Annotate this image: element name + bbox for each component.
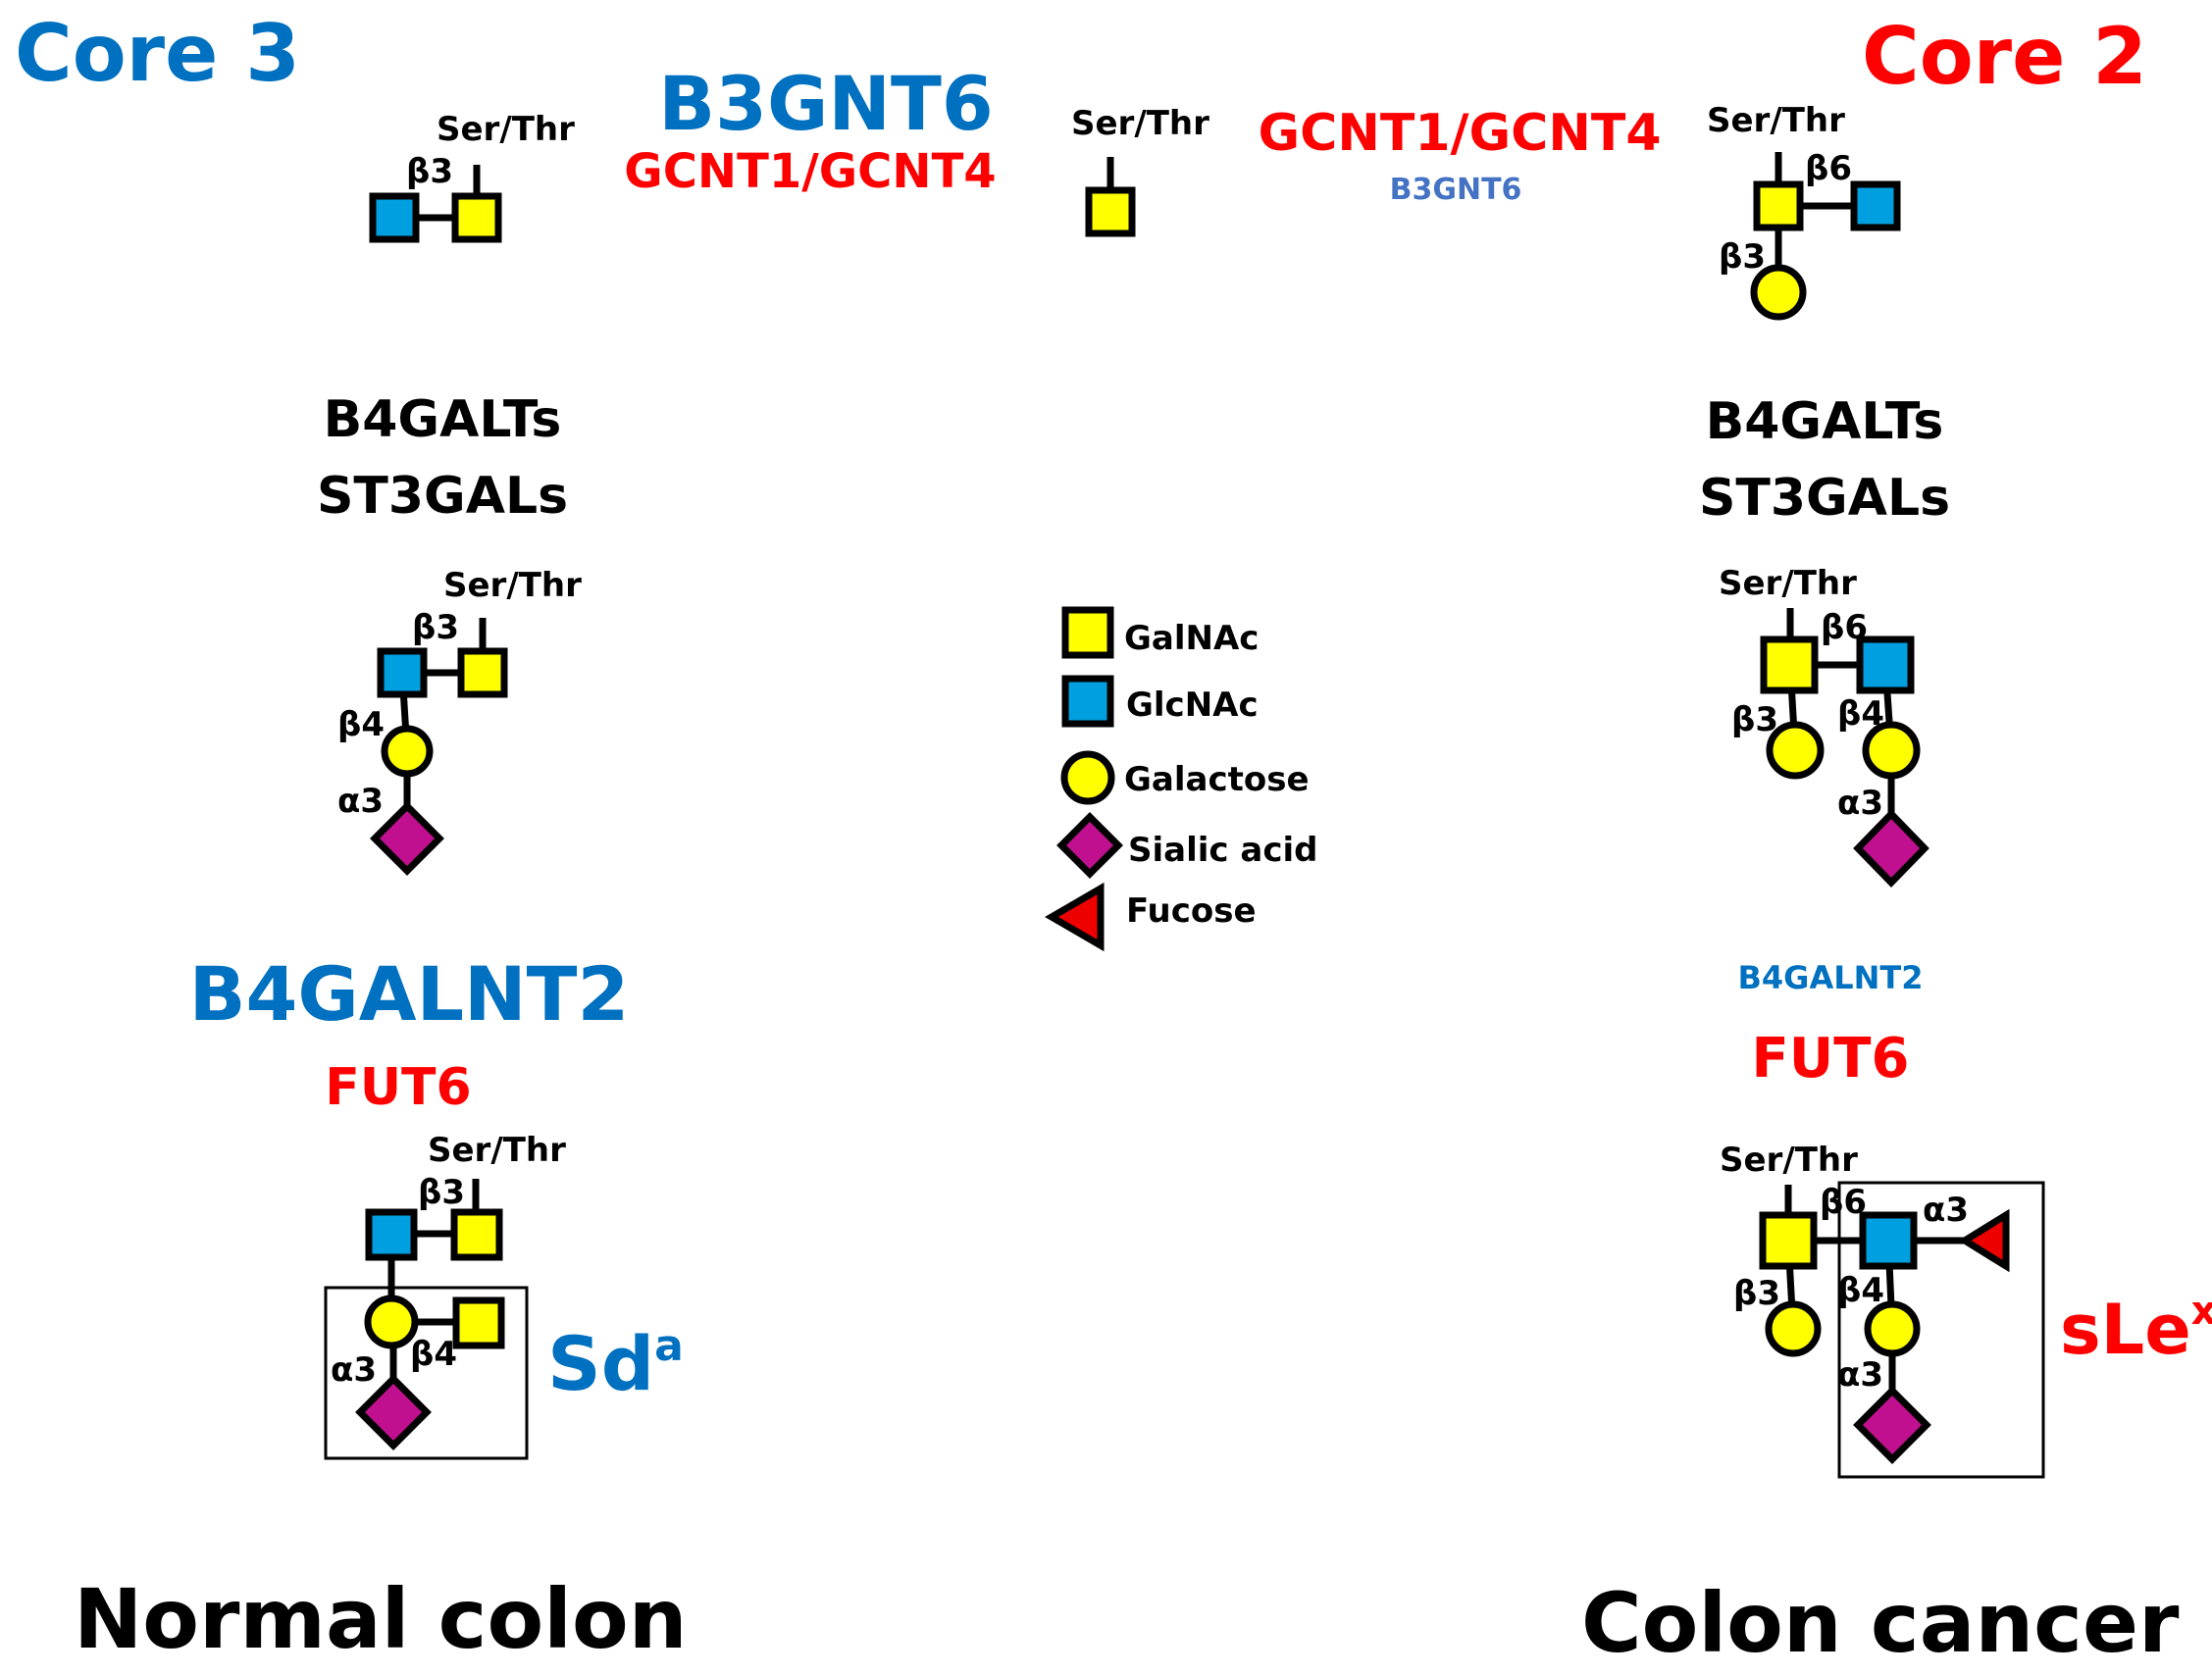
linkage-label: α3 (1837, 784, 1883, 823)
epitope-slex-base: sLe (2060, 1290, 2191, 1370)
enzyme-st3gals-right: ST3GALs (1699, 469, 1950, 528)
glycan-core2-top: Ser/Thr β6 β3 (1707, 101, 1901, 321)
legend-item-galnac: GalNAc (1061, 606, 1259, 659)
legend: GalNAc GlcNAc Galactose Sialic acid Fuco… (1045, 606, 1317, 952)
label-colon-cancer: Colon cancer (1581, 1575, 2180, 1671)
epitope-sda-base: Sd (547, 1320, 654, 1407)
glcnac-square (369, 192, 420, 243)
galnac-square (1061, 606, 1114, 659)
galnac-square (451, 192, 502, 243)
enzyme-b4galts-left: B4GALTs (324, 390, 562, 449)
epitope-sda-superscript: a (654, 1321, 684, 1371)
galnac-square (1753, 180, 1804, 231)
anchor-label: Ser/Thr (1071, 104, 1209, 143)
fucose-triangle (1958, 1208, 2010, 1273)
galnac-square (452, 1296, 505, 1349)
legend-label: GlcNAc (1126, 686, 1259, 725)
galnac-square (450, 1208, 503, 1261)
enzyme-gcnt-sub: GCNT1/GCNT4 (624, 144, 996, 199)
epitope-sda-label: Sda (547, 1320, 684, 1407)
slex-epitope-box (1837, 1181, 2045, 1479)
enzyme-st3gals-left: ST3GALs (317, 467, 568, 526)
enzyme-fut6-right: FUT6 (1752, 1027, 1910, 1091)
legend-item-sialic-acid: Sialic acid (1056, 812, 1317, 879)
galnac-square (457, 647, 508, 698)
linkage-label: β4 (410, 1335, 457, 1374)
legend-label: GalNAc (1124, 619, 1259, 658)
legend-item-glcnac: GlcNAc (1061, 675, 1259, 728)
enzyme-gcnt-main: GCNT1/GCNT4 (1258, 104, 1661, 163)
glycan-core3-top: Ser/Thr β3 (369, 110, 575, 243)
enzyme-b4galnt2-right: B4GALNT2 (1738, 959, 1924, 996)
linkage-label: β4 (1837, 694, 1884, 734)
anchor-label: Ser/Thr (1720, 1141, 1858, 1180)
galactose-circle (1750, 264, 1807, 321)
enzyme-b3gnt6-sub: B3GNT6 (1390, 173, 1522, 207)
sialic-acid-diamond (1056, 812, 1123, 879)
linkage-label: β3 (1731, 700, 1778, 739)
galactose-circle (1864, 1300, 1921, 1357)
glcnac-square (1856, 635, 1915, 694)
galactose-circle (1766, 721, 1825, 780)
glcnac-square (1061, 675, 1114, 728)
galactose-circle (1765, 1300, 1822, 1357)
galactose-circle (1862, 721, 1921, 780)
linkage-label: β4 (337, 705, 385, 744)
label-normal-colon: Normal colon (74, 1571, 688, 1667)
anchor-label: Ser/Thr (437, 110, 575, 149)
legend-label: Galactose (1124, 760, 1310, 799)
galnac-square (1085, 186, 1136, 237)
linkage-label: β3 (1733, 1274, 1780, 1313)
linkage-label: β6 (1820, 1183, 1867, 1222)
glycan-left-middle: Ser/Thr β3 β4 α3 (337, 566, 582, 876)
linkage-label: α3 (337, 782, 384, 821)
galactose-circle (1060, 750, 1115, 805)
enzyme-fut6-left: FUT6 (325, 1058, 471, 1117)
glcnac-square (1850, 180, 1901, 231)
anchor-label: Ser/Thr (428, 1131, 566, 1170)
legend-item-galactose: Galactose (1060, 750, 1310, 805)
legend-label: Sialic acid (1128, 831, 1317, 870)
linkage-label: α3 (331, 1350, 377, 1390)
galnac-square (1759, 1211, 1818, 1270)
anchor-label: Ser/Thr (1707, 101, 1845, 140)
glycan-right-middle: Ser/Thr β6 β3 β4 α3 (1719, 564, 1929, 889)
sialic-acid-diamond (1853, 1386, 1931, 1464)
galactose-circle (364, 1295, 419, 1349)
glcnac-square (1859, 1211, 1918, 1270)
title-core3: Core 3 (15, 8, 300, 99)
glcnac-square (365, 1208, 418, 1261)
enzyme-b4galnt2-left: B4GALNT2 (189, 950, 630, 1038)
anchor-label: Ser/Thr (443, 566, 582, 605)
linkage-label: α3 (1837, 1355, 1883, 1395)
glcnac-square (377, 647, 428, 698)
title-core2: Core 2 (1862, 11, 2147, 102)
linkage-label: β6 (1821, 608, 1868, 647)
linkage-label: β3 (412, 608, 459, 647)
sialic-acid-diamond (355, 1374, 432, 1450)
glycan-tn: Ser/Thr (1071, 104, 1209, 237)
epitope-slex-superscript: x (2191, 1289, 2212, 1334)
fucose-triangle (1045, 882, 1105, 952)
sialic-acid-diamond (370, 801, 444, 876)
glycan-sda: Ser/Thr β3 β4 α3 Sda (324, 1131, 684, 1460)
glycan-slex: Ser/Thr β6 α3 β3 β4 α3 sLex (1720, 1141, 2212, 1479)
sialic-acid-diamond (1853, 808, 1929, 889)
enzyme-b3gnt6-main: B3GNT6 (658, 60, 994, 147)
linkage-label: β3 (406, 152, 453, 191)
linkage-label: β4 (1837, 1271, 1884, 1310)
linkage-label: β3 (418, 1173, 465, 1212)
linkage-label: β6 (1805, 149, 1852, 188)
galnac-square (1760, 635, 1819, 694)
galactose-circle (381, 725, 434, 778)
enzyme-b4galts-right: B4GALTs (1706, 392, 1944, 451)
anchor-label: Ser/Thr (1719, 564, 1857, 603)
sda-epitope-box (324, 1286, 529, 1460)
legend-item-fucose: Fucose (1045, 882, 1257, 952)
linkage-label: β3 (1719, 237, 1766, 277)
legend-label: Fucose (1126, 891, 1257, 931)
epitope-slex-label: sLex (2060, 1289, 2212, 1370)
linkage-label: α3 (1923, 1191, 1969, 1230)
